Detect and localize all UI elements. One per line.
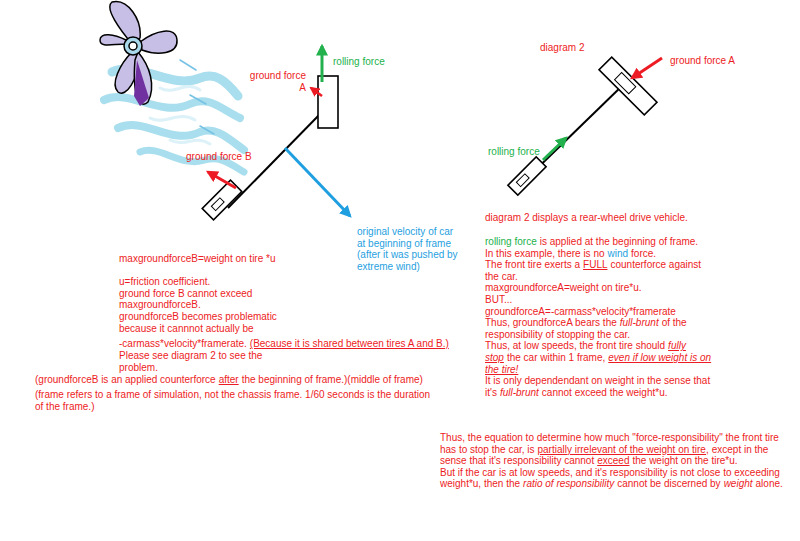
annotation-text: weight: [724, 478, 753, 489]
ground-force-arrow: [208, 172, 236, 188]
note-text: rolling force: [333, 56, 385, 68]
annotation-text: (frame refers to a frame of simulation, …: [35, 389, 430, 412]
rolling-force-arrow: [321, 46, 324, 82]
annotation-text: u=friction coefficient.: [119, 276, 210, 287]
annotation-text: The front tire exerts a: [485, 259, 580, 270]
note-text: diagram 2: [540, 42, 584, 54]
annotation-text: full-brunt: [620, 317, 659, 328]
annotation-text: groundforceA=-carmass*velocity*framerate: [485, 306, 676, 317]
note-text: Thus, the equation to determine how much…: [440, 432, 795, 490]
annotation-text: the weight on the tire*u.: [632, 455, 737, 466]
annotation-text: BUT...: [485, 294, 512, 305]
note-text: maxgroundforceB=weight on tire *u u=frict…: [119, 253, 301, 334]
annotation-text: cannot exceed the weight*u.: [542, 387, 668, 398]
annotation-text: Please see diagram 2 to see the problem.: [119, 350, 262, 373]
annotation-text: partially irrelevant of the weight on ti…: [538, 444, 709, 455]
annotation-text: exceed: [597, 455, 629, 466]
annotation-text: the car within 1 frame,: [507, 352, 605, 363]
annotation-text: rolling force: [485, 236, 537, 247]
annotation-text: -carmass*velocity*framerate.: [119, 338, 247, 349]
annotation-text: full-brunt: [500, 387, 539, 398]
car-chassis-left: [202, 76, 338, 220]
note-text: original velocity of car at beginning of…: [357, 226, 463, 272]
annotation-text: ground force B cannot exceed maxgroundfo…: [119, 288, 252, 311]
annotation-text: diagram 2: [540, 42, 584, 53]
annotation-text: ratio of responsibility: [523, 478, 614, 489]
annotation-text: (groundforceB is an applied counterforce: [35, 374, 216, 385]
annotation-text: alone.: [756, 478, 783, 489]
annotation-text: rolling force: [488, 146, 540, 157]
note-text: ground force B: [186, 151, 252, 163]
annotation-text: cannot be discerned by: [617, 478, 720, 489]
note-text: ground force A: [246, 70, 306, 93]
annotation-text: wind: [608, 248, 629, 259]
ground-force-arrow: [632, 58, 662, 78]
fan: [100, 2, 177, 106]
annotation-text: (Because it is shared between tires A an…: [250, 338, 449, 349]
annotation-text: maxgroundforceB=weight on tire *u: [119, 253, 275, 264]
annotation-text: ground force B: [186, 151, 252, 162]
annotation-text: groundforceB becomes problematic because…: [119, 311, 277, 334]
annotation-text: force.: [631, 248, 656, 259]
annotation-text: Thus, groundforceA bears the: [485, 317, 617, 328]
note-text: diagram 2 displays a rear-wheel drive ve…: [485, 212, 725, 224]
note-text: (groundforceB is an applied counterforce…: [35, 374, 465, 386]
note-text: rolling forceis applied at the beginning…: [485, 236, 715, 398]
note-text: rolling force: [488, 146, 540, 158]
annotation-text: after: [219, 374, 239, 385]
note-text: ground force A: [670, 55, 735, 67]
velocity-arrow: [285, 148, 350, 216]
annotation-text: Thus, at low speeds, the front tire shou…: [485, 340, 665, 351]
annotation-text: original velocity of car at beginning of…: [357, 226, 458, 272]
annotation-text: the beginning of frame.)(middle of frame…: [242, 374, 423, 385]
ground-force-arrow: [311, 88, 322, 96]
note-text: Please see diagram 2 to see the problem.: [119, 350, 301, 373]
annotation-text: is applied at the beginning of frame.: [540, 236, 698, 247]
annotation-text: rolling force: [333, 56, 385, 67]
note-text: -carmass*velocity*framerate.(Because it …: [119, 338, 509, 350]
annotation-text: maxgroundforceA=weight on tire*u.: [485, 282, 641, 293]
annotation-text: FULL: [583, 259, 607, 270]
annotation-text: diagram 2 displays a rear-wheel drive ve…: [485, 212, 688, 223]
annotation-text: In this example, there is no: [485, 248, 605, 259]
annotation-text: ground force A: [250, 70, 306, 93]
rolling-force-arrow: [543, 138, 566, 160]
note-text: (frame refers to a frame of simulation, …: [35, 389, 435, 412]
annotation-text: ground force A: [670, 55, 735, 66]
